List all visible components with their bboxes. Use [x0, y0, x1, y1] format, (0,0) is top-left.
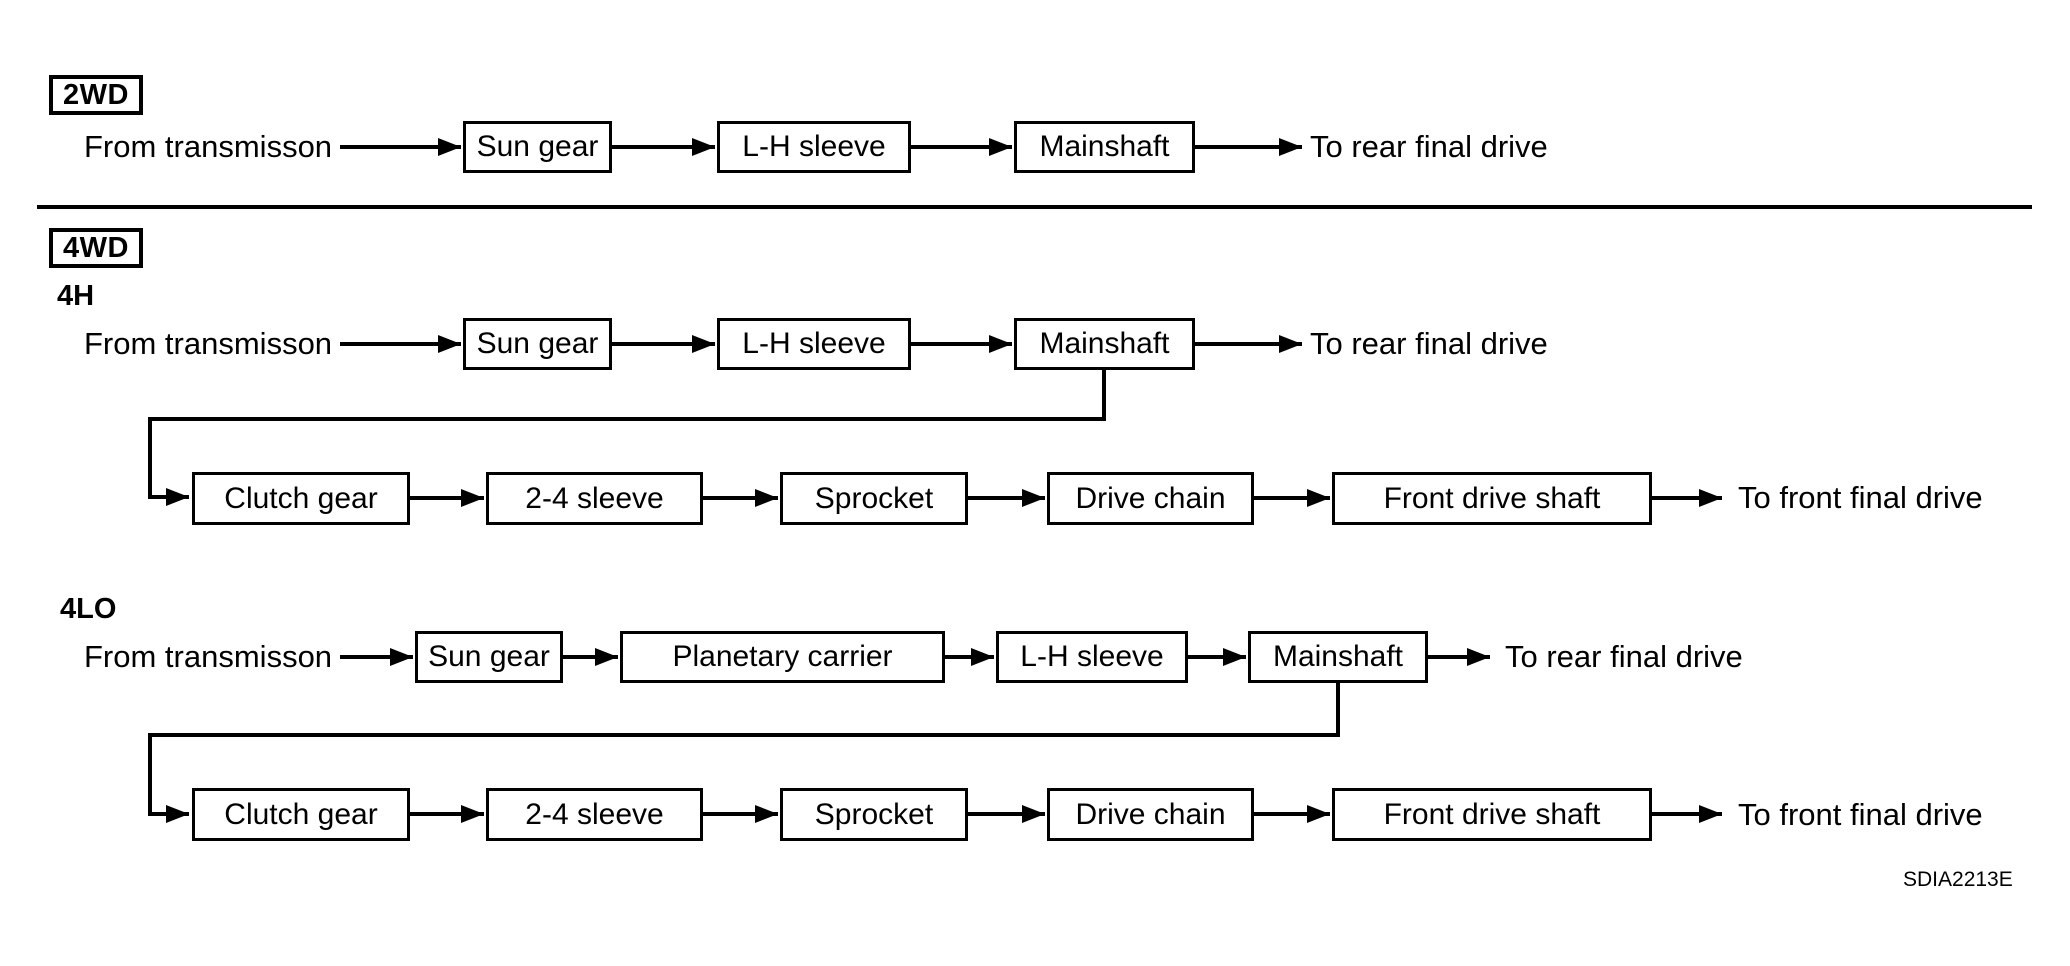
- figure-code: SDIA2213E: [1903, 868, 2013, 891]
- dest-label: To rear final drive: [1310, 129, 1548, 164]
- flow-box-clutch-gear: Clutch gear: [192, 788, 410, 841]
- mode-label-4lo: 4LO: [60, 593, 117, 625]
- flow-box-front-drive-shaft: Front drive shaft: [1332, 788, 1652, 841]
- source-label: From transmisson: [84, 129, 333, 164]
- flow-box-lh-sleeve: L-H sleeve: [717, 318, 911, 370]
- flow-box-24-sleeve: 2-4 sleeve: [486, 788, 703, 841]
- flow-box-24-sleeve: 2-4 sleeve: [486, 472, 703, 525]
- flow-box-sun-gear: Sun gear: [463, 318, 612, 370]
- flow-box-clutch-gear: Clutch gear: [192, 472, 410, 525]
- badge-2wd: 2WD: [49, 75, 143, 115]
- dest-label: To rear final drive: [1310, 326, 1548, 361]
- dest-label: To rear final drive: [1505, 639, 1743, 674]
- section-divider: [37, 205, 2032, 209]
- flow-box-lh-sleeve: L-H sleeve: [996, 631, 1188, 683]
- flow-box-lh-sleeve: L-H sleeve: [717, 121, 911, 173]
- flow-box-sprocket: Sprocket: [780, 788, 968, 841]
- flow-box-planetary-carrier: Planetary carrier: [620, 631, 945, 683]
- mode-label-4h: 4H: [57, 280, 95, 312]
- flow-box-mainshaft: Mainshaft: [1248, 631, 1428, 683]
- source-label: From transmisson: [84, 639, 333, 674]
- elbow-arrow: [148, 683, 1340, 823]
- flow-box-sprocket: Sprocket: [780, 472, 968, 525]
- flow-box-front-drive-shaft: Front drive shaft: [1332, 472, 1652, 525]
- badge-4wd: 4WD: [49, 228, 143, 268]
- dest-label: To front final drive: [1738, 797, 1983, 832]
- source-label: From transmisson: [84, 326, 333, 361]
- flow-box-sun-gear: Sun gear: [463, 121, 612, 173]
- flow-box-drive-chain: Drive chain: [1047, 472, 1254, 525]
- flow-box-mainshaft: Mainshaft: [1014, 121, 1195, 173]
- flow-box-mainshaft: Mainshaft: [1014, 318, 1195, 370]
- flow-box-sun-gear: Sun gear: [415, 631, 563, 683]
- elbow-arrow: [148, 370, 1106, 506]
- dest-label: To front final drive: [1738, 480, 1983, 515]
- flow-box-drive-chain: Drive chain: [1047, 788, 1254, 841]
